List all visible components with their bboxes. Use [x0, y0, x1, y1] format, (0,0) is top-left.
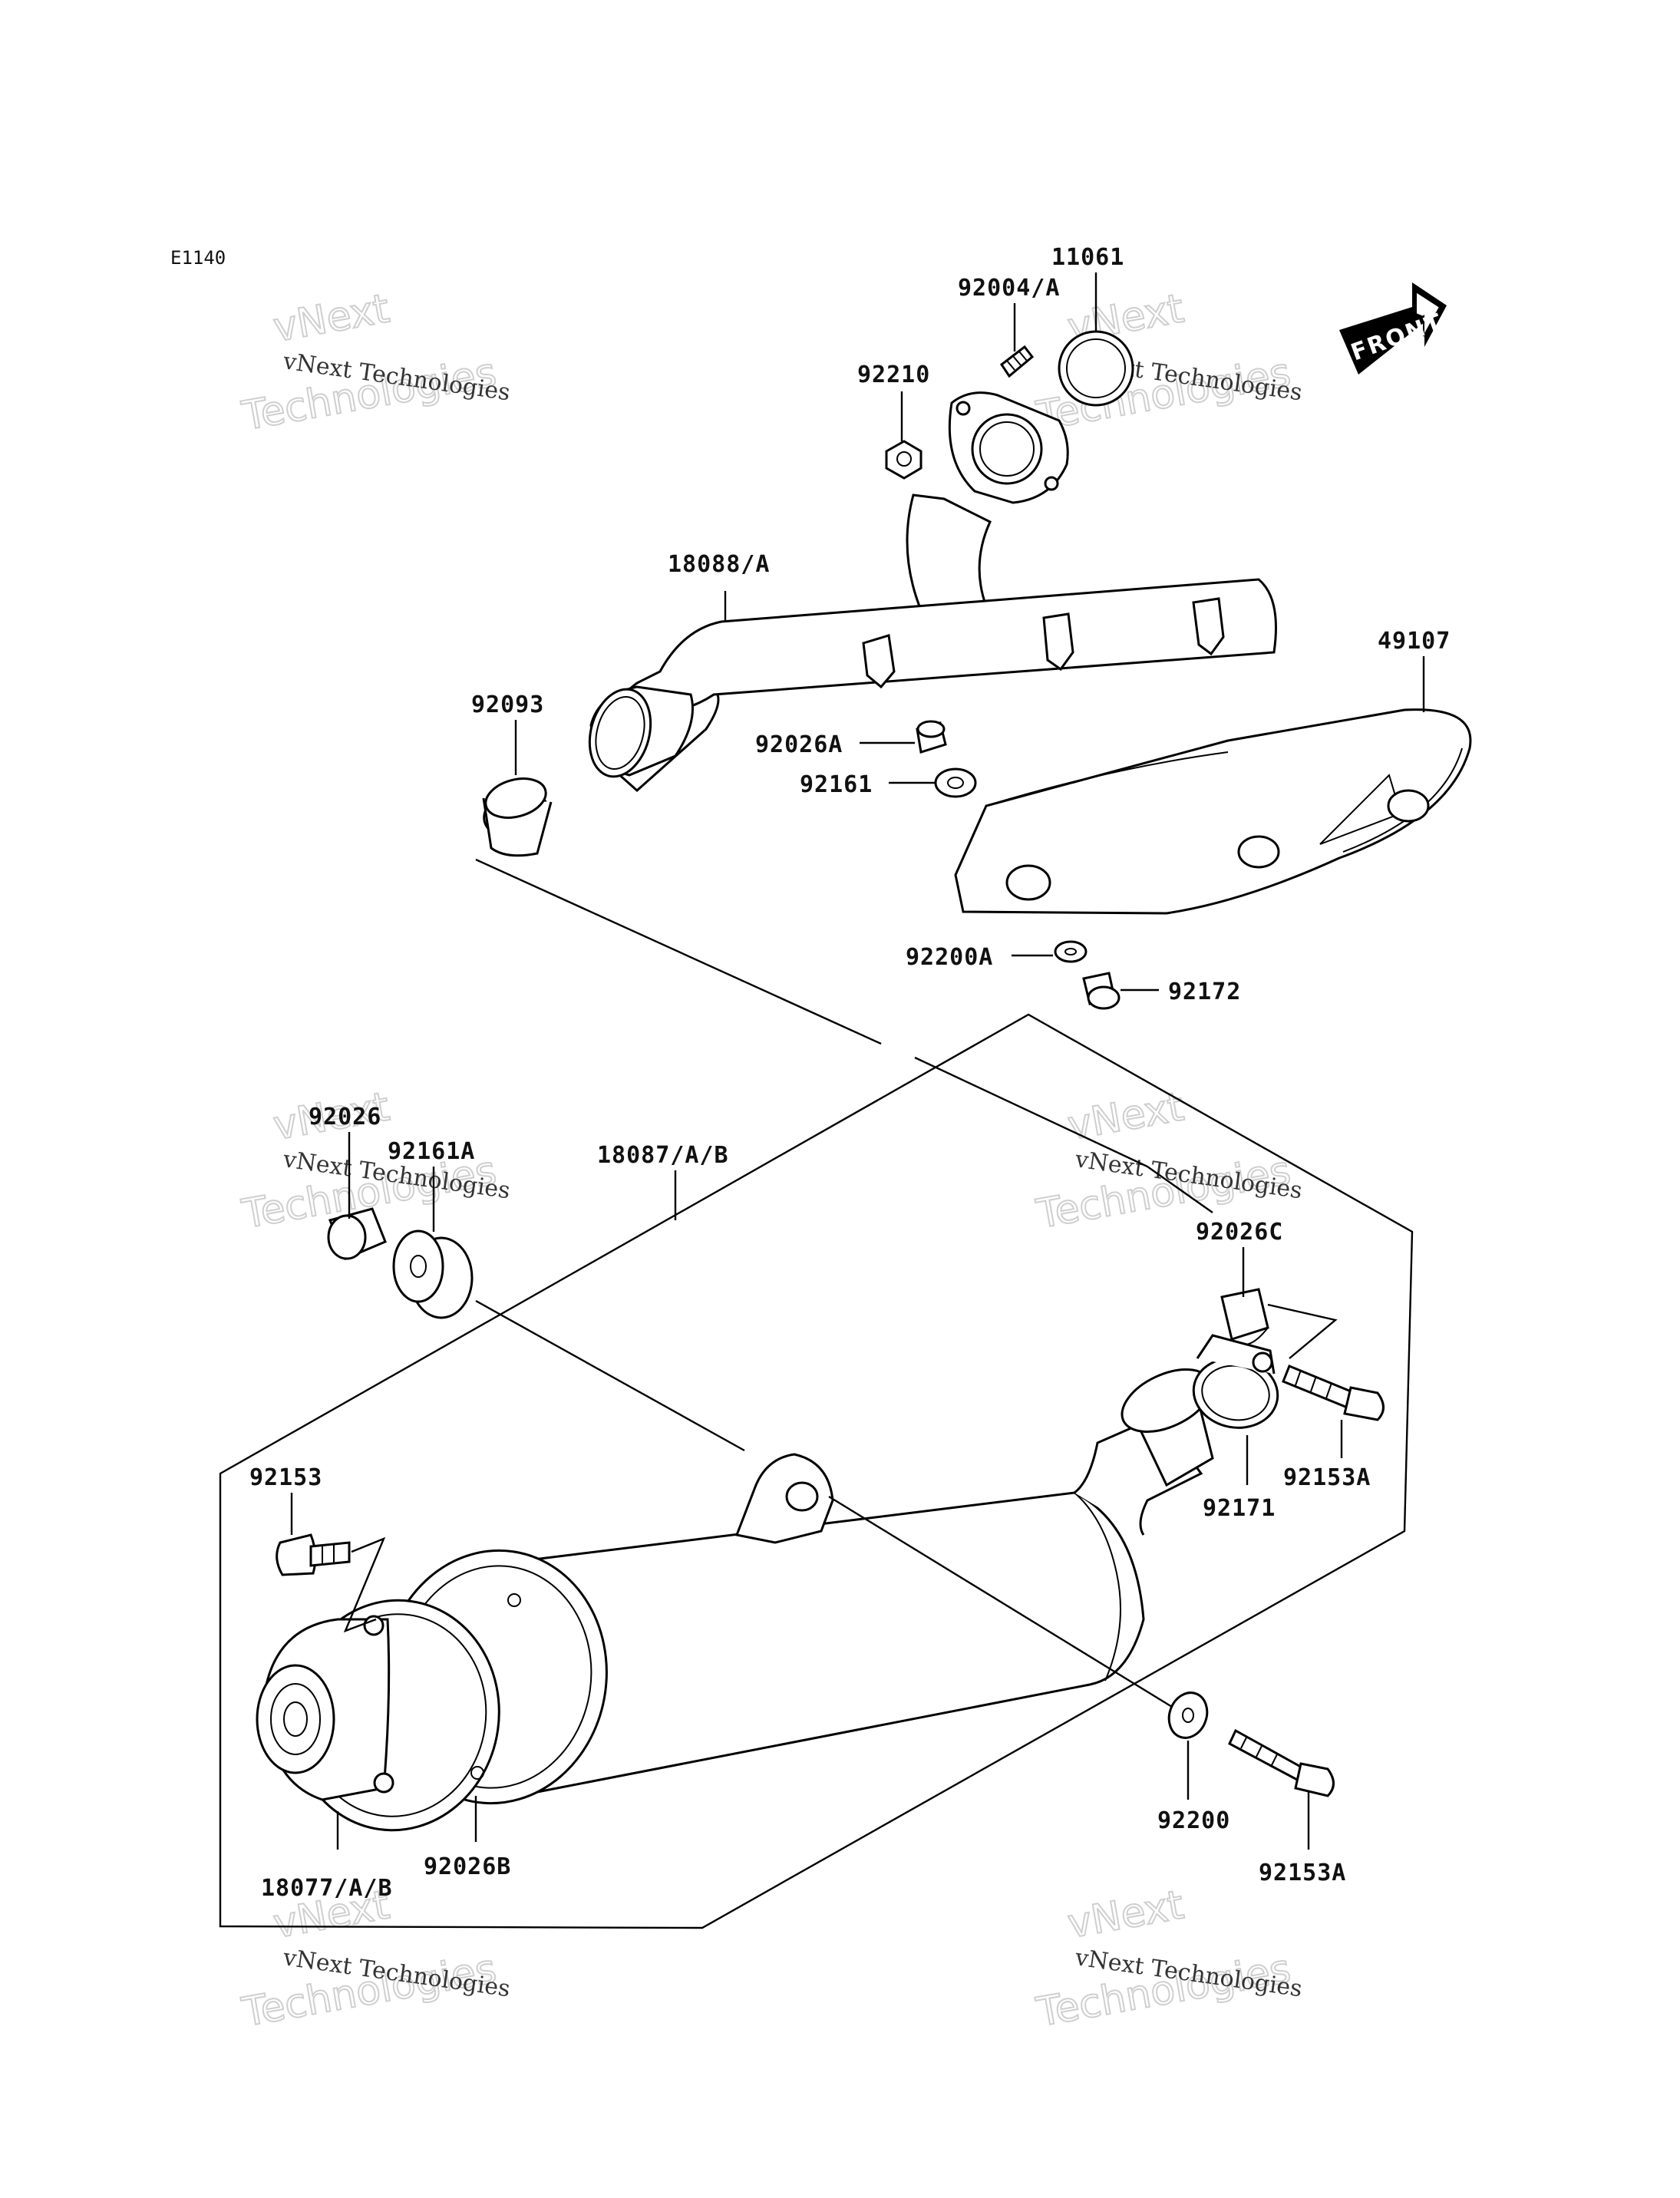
label-18088A: 18088/A — [668, 551, 770, 578]
damper-92161 — [934, 767, 977, 798]
label-92093: 92093 — [471, 691, 544, 718]
bolt-92153A-lower — [1228, 1728, 1335, 1797]
connector-line — [475, 1299, 745, 1452]
sleeve-92093 — [482, 777, 553, 857]
label-18087AB: 18087/A/B — [597, 1142, 729, 1169]
label-92153A-lower: 92153A — [1259, 1860, 1346, 1886]
connector-line — [828, 1495, 1187, 1717]
label-92153A-upper: 92153A — [1283, 1464, 1371, 1491]
bolt-92153 — [276, 1533, 386, 1633]
label-49107: 49107 — [1378, 628, 1451, 655]
label-11061: 11061 — [1051, 244, 1124, 271]
label-92153: 92153 — [249, 1464, 322, 1491]
washer-92200 — [1167, 1691, 1209, 1739]
nut-92210 — [885, 440, 923, 480]
label-92200A: 92200A — [906, 944, 993, 971]
gasket-11061 — [1058, 330, 1134, 407]
svg-text:vNext: vNext — [270, 285, 393, 351]
label-92026B: 92026B — [424, 1853, 511, 1880]
connector-line — [1267, 1303, 1338, 1359]
connector-line — [914, 1056, 1148, 1168]
label-92210: 92210 — [857, 361, 930, 388]
label-92172: 92172 — [1168, 979, 1241, 1005]
damper-92161A — [392, 1229, 474, 1319]
label-18077AB: 18077/A/B — [261, 1875, 393, 1902]
screw-92172 — [1082, 972, 1121, 1010]
watermark-middle-right: vNext Technologies vNext Technologies — [1032, 1083, 1304, 1239]
front-arrow-icon: FRONT — [1339, 282, 1447, 375]
collar-92026A — [916, 720, 947, 754]
bolt-92153A-upper — [1282, 1365, 1385, 1421]
collar-92026C — [1220, 1288, 1269, 1346]
label-92026C: 92026C — [1196, 1219, 1283, 1246]
collar-92026 — [327, 1207, 387, 1260]
watermark-top-left: vNext Technologies vNext Technologies — [238, 285, 512, 441]
heat-guard-49107 — [954, 708, 1472, 915]
label-92026: 92026 — [309, 1104, 381, 1130]
label-92161: 92161 — [800, 771, 873, 798]
muffler-group-frame — [219, 1013, 1414, 1929]
stud-92004A — [999, 345, 1035, 378]
label-92026A: 92026A — [755, 731, 843, 758]
washer-92200A — [1054, 940, 1088, 963]
label-92161A: 92161A — [388, 1138, 475, 1165]
svg-text:vNext: vNext — [1064, 1882, 1187, 1947]
connector-line — [1147, 1166, 1213, 1213]
diagram-code: E1140 — [170, 247, 226, 269]
label-92004A: 92004/A — [958, 275, 1060, 302]
watermark-bottom-left: vNext Technologies vNext Technologies — [238, 1881, 512, 2037]
connector-line — [475, 858, 882, 1045]
label-92200: 92200 — [1157, 1807, 1230, 1834]
exhaust-pipe — [588, 391, 1277, 793]
watermark-bottom-right: vNext Technologies vNext Technologies — [1032, 1881, 1304, 2037]
label-92171: 92171 — [1203, 1495, 1276, 1522]
muffler-body — [256, 1368, 1214, 1832]
clamp-92171 — [1192, 1334, 1279, 1429]
